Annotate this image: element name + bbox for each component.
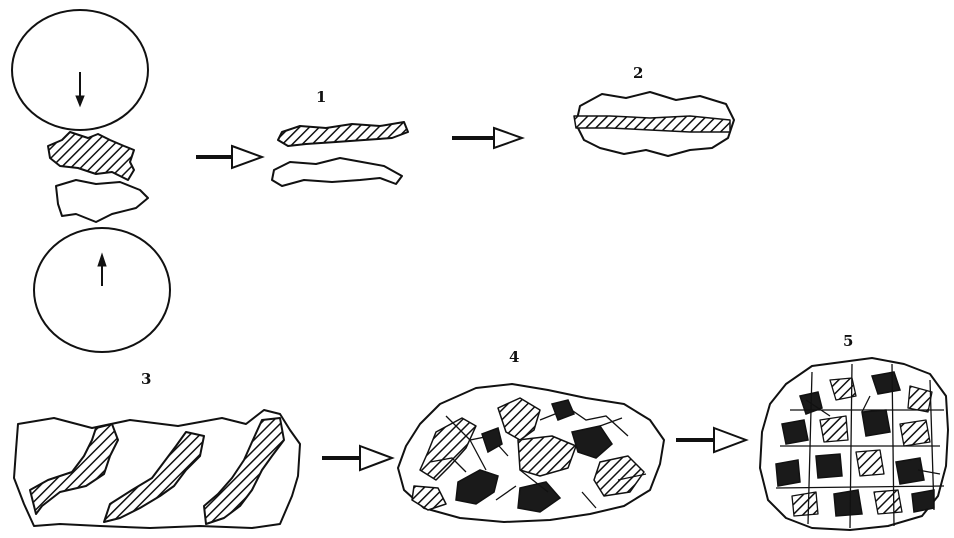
stage-2-welded-particle (574, 92, 734, 156)
plain-particle-initial (56, 180, 148, 222)
hatched-particle-initial (48, 132, 134, 180)
stage-5-refined-particle (760, 358, 948, 530)
arrow-to-stage-5 (676, 428, 746, 452)
stage-3-lamellar-particle (14, 410, 300, 528)
stage-label-3: 3 (141, 372, 151, 387)
stage-label-2: 2 (633, 66, 643, 81)
stage-1-hatched-flake (278, 122, 408, 146)
arrow-to-stage-1 (196, 146, 262, 168)
stage-4-convoluted-particle (398, 384, 664, 522)
stage-label-4: 4 (509, 350, 519, 365)
stage-1-plain-flake (272, 158, 402, 186)
stage-label-1: 1 (316, 90, 326, 105)
stage-label-5: 5 (843, 334, 853, 349)
top-ball (12, 10, 148, 130)
bottom-ball (34, 228, 170, 352)
arrow-to-stage-2 (452, 128, 522, 148)
arrow-to-stage-4 (322, 446, 392, 470)
